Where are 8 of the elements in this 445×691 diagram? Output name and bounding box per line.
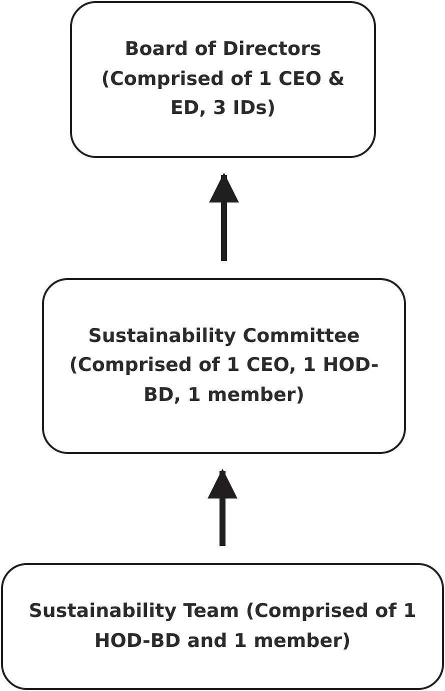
arrow: [208, 468, 238, 546]
rounded-box: [70, 1, 376, 158]
box-label: Board of Directors (Comprised of 1 CEO & ED, 3 IDs): [100, 37, 346, 122]
box-label: Sustainability Committee (Comprised of 1 CEO, 1 HOD-BD, 1 member): [68, 324, 380, 408]
rounded-box: [42, 278, 406, 454]
rounded-box: [1, 563, 444, 690]
box-label: Sustainability Team (Comprised of 1 HOD-BD and 1 member): [28, 599, 418, 654]
arrow: [209, 172, 239, 261]
